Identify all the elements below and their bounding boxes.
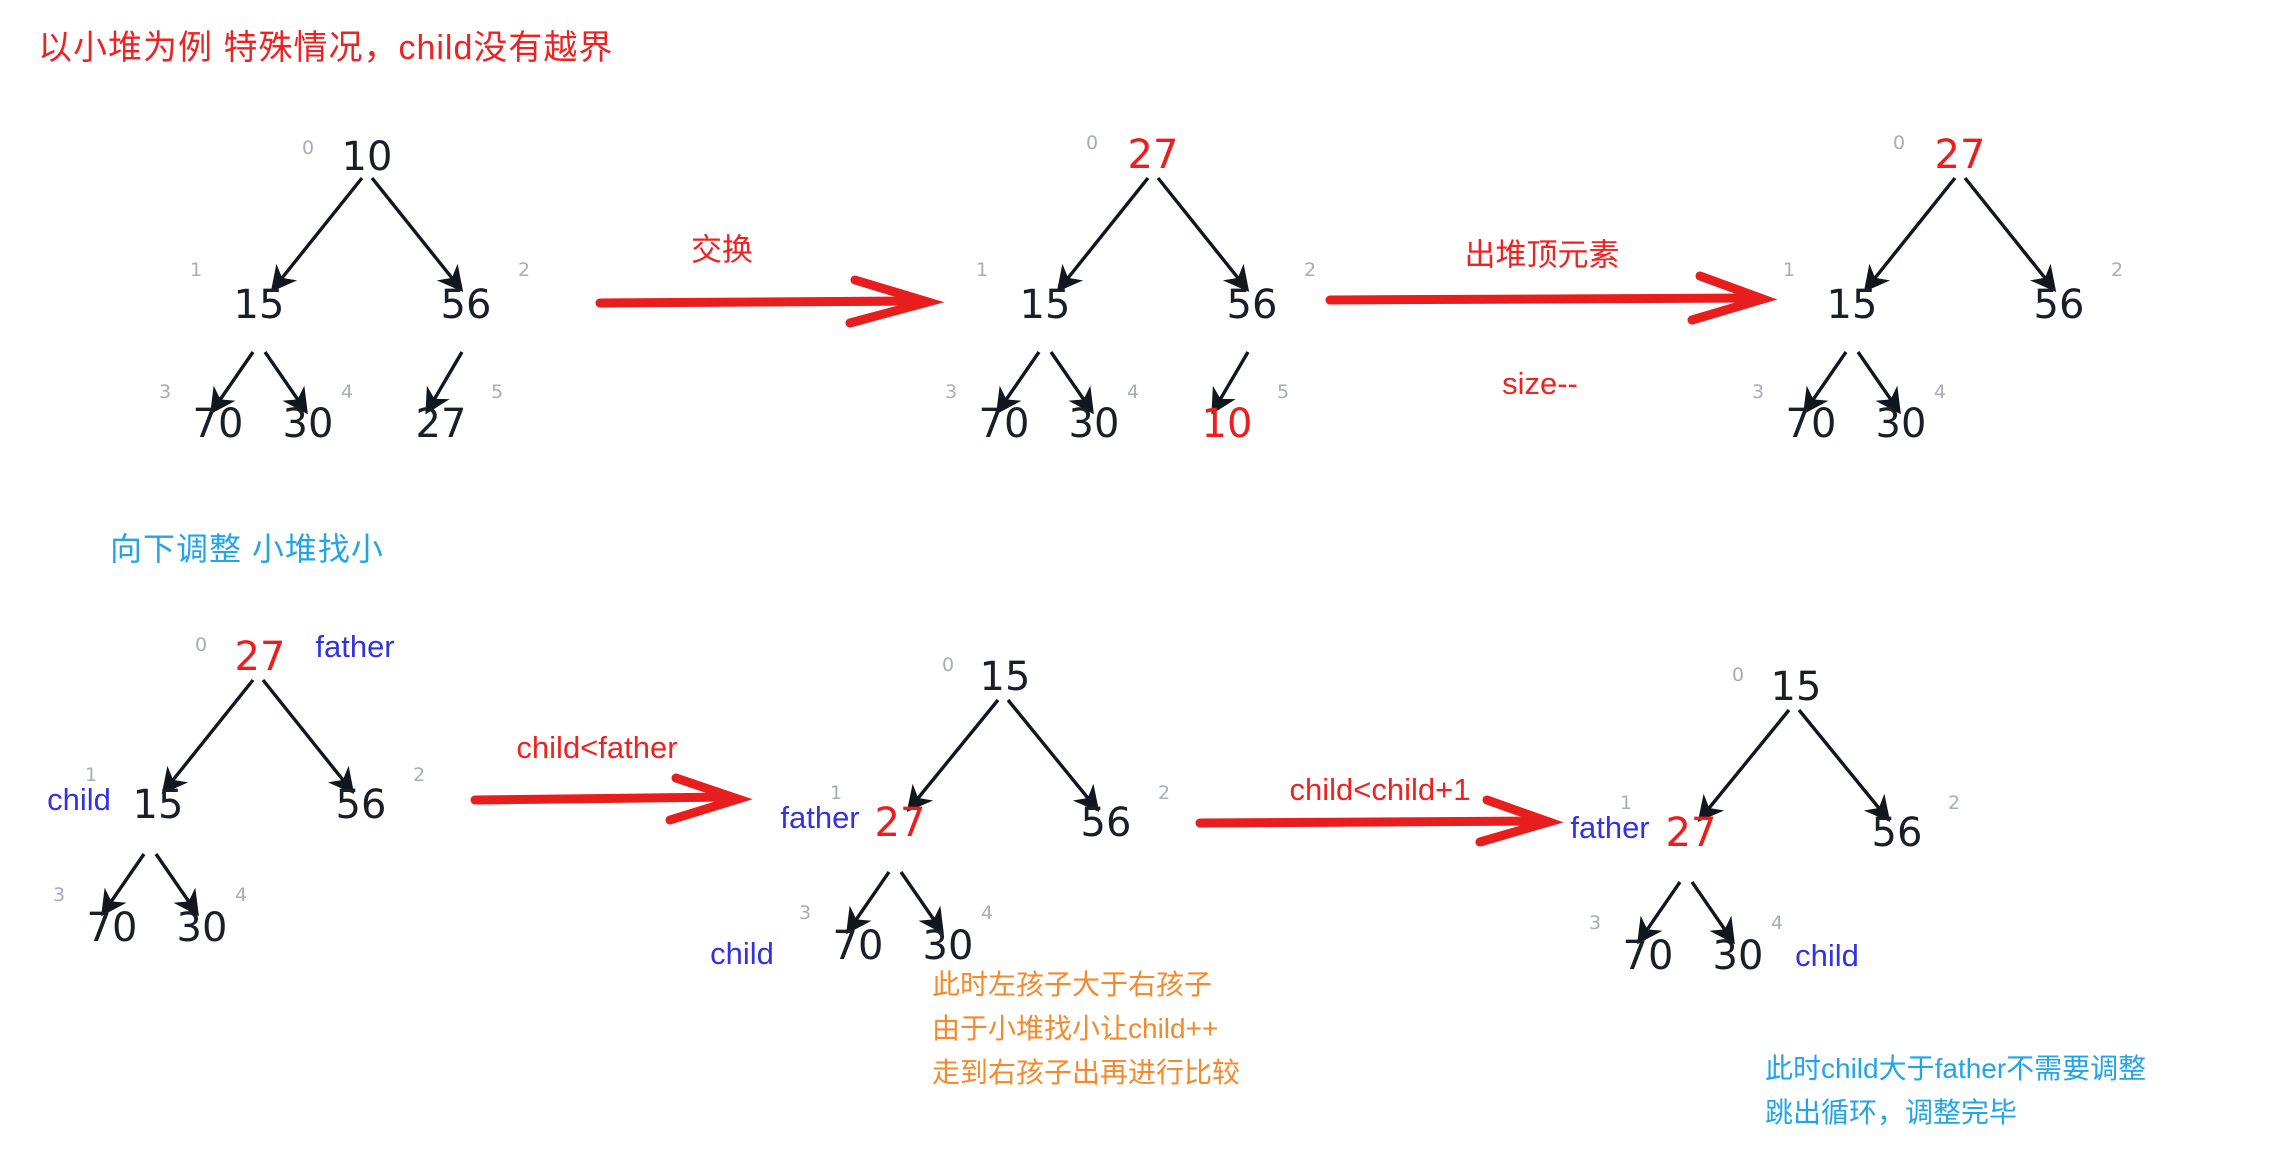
node-index-2: 2 [1157,782,1171,804]
tree-node-4: 30 [176,905,228,951]
tree-node-1: 27 [874,800,926,846]
tree-node-1: 15 [1019,282,1071,328]
node-index-5: 5 [490,381,504,403]
node-index-4: 4 [1126,381,1140,403]
tree-node-0: 27 [1934,132,1986,178]
node-index-4: 4 [340,381,354,403]
node-index-3: 3 [798,902,812,924]
tree-node-4: 30 [282,401,334,447]
tag-child: child [47,782,111,817]
note-orange-line-2: 由于小堆找小让child++ [932,1013,1219,1044]
node-index-1: 1 [975,259,989,281]
node-index-4: 4 [1933,381,1947,403]
node-index-3: 3 [1588,912,1602,934]
node-index-3: 3 [158,381,172,403]
node-index-4: 4 [980,902,994,924]
node-index-2: 2 [412,764,426,786]
node-index-0: 0 [941,654,955,676]
tree-node-1: 15 [233,282,285,328]
tree-node-2: 56 [1871,810,1923,856]
step-label-pop-top: 出堆顶元素 [1464,237,1620,273]
note-blue-line-1: 此时child大于father不需要调整 [1765,1053,2147,1084]
node-index-1: 1 [1619,792,1633,814]
tree-node-0: 27 [1127,132,1179,178]
note-blue-line-2: 跳出循环，调整完毕 [1765,1097,2018,1128]
tree-node-3: 70 [1622,933,1674,979]
tree-node-2: 56 [2033,282,2085,328]
tree-node-2: 56 [440,282,492,328]
tree-node-5: 10 [1201,401,1253,447]
node-index-0: 0 [301,137,315,159]
node-index-2: 2 [1303,259,1317,281]
node-index-3: 3 [944,381,958,403]
node-index-1: 1 [1782,259,1796,281]
page-title: 以小堆为例 特殊情况，child没有越界 [38,29,614,67]
tree-node-3: 70 [1785,401,1837,447]
tree-node-5: 27 [415,401,467,447]
tag-father: father [780,800,860,835]
tree-node-0: 27 [234,634,286,680]
note-orange: 此时左孩子大于右孩子 由于小堆找小让child++ 走到右孩子出再进行比较 [932,963,1240,1095]
tag-child: child [710,936,774,971]
tree-node-4: 30 [1875,401,1927,447]
note-orange-line-1: 此时左孩子大于右孩子 [932,969,1213,1000]
tree-node-0: 15 [1770,664,1822,710]
node-index-2: 2 [2110,259,2124,281]
node-index-2: 2 [1947,792,1961,814]
node-index-1: 1 [829,782,843,804]
tree-node-4: 30 [922,923,974,969]
tree-node-1: 15 [1826,282,1878,328]
step-label-swap: 交换 [691,232,753,268]
node-index-3: 3 [52,884,66,906]
tree-node-1: 27 [1665,810,1717,856]
node-index-0: 0 [1731,664,1745,686]
node-index-1: 1 [84,764,98,786]
tree-node-3: 70 [832,923,884,969]
note-orange-line-3: 走到右孩子出再进行比较 [932,1057,1241,1088]
node-index-4: 4 [234,884,248,906]
tree-node-2: 56 [1080,800,1132,846]
tag-father: father [1570,810,1650,845]
node-index-0: 0 [194,634,208,656]
tree-node-2: 56 [335,782,387,828]
node-index-0: 0 [1892,132,1906,154]
tag-child: child [1795,938,1859,973]
tree-node-4: 30 [1712,933,1764,979]
tree-node-0: 10 [341,134,393,180]
tree-node-4: 30 [1068,401,1120,447]
step-label-size-decrement: size-- [1502,366,1578,401]
node-index-3: 3 [1751,381,1765,403]
tree-node-3: 70 [192,401,244,447]
node-index-5: 5 [1276,381,1290,403]
node-index-0: 0 [1085,132,1099,154]
node-index-1: 1 [189,259,203,281]
tree-node-0: 15 [979,654,1031,700]
step-label-child-lt-father: child<father [516,730,678,765]
node-index-4: 4 [1770,912,1784,934]
tree-node-3: 70 [86,905,138,951]
step-label-child-lt-child-plus-1: child<child+1 [1289,772,1471,807]
tree-node-2: 56 [1226,282,1278,328]
tree-node-3: 70 [978,401,1030,447]
section-title-down-adjust: 向下调整 小堆找小 [110,531,384,567]
tree-node-1: 15 [132,782,184,828]
tag-father: father [315,629,395,664]
node-index-2: 2 [517,259,531,281]
note-blue: 此时child大于father不需要调整 跳出循环，调整完毕 [1765,1047,2146,1135]
